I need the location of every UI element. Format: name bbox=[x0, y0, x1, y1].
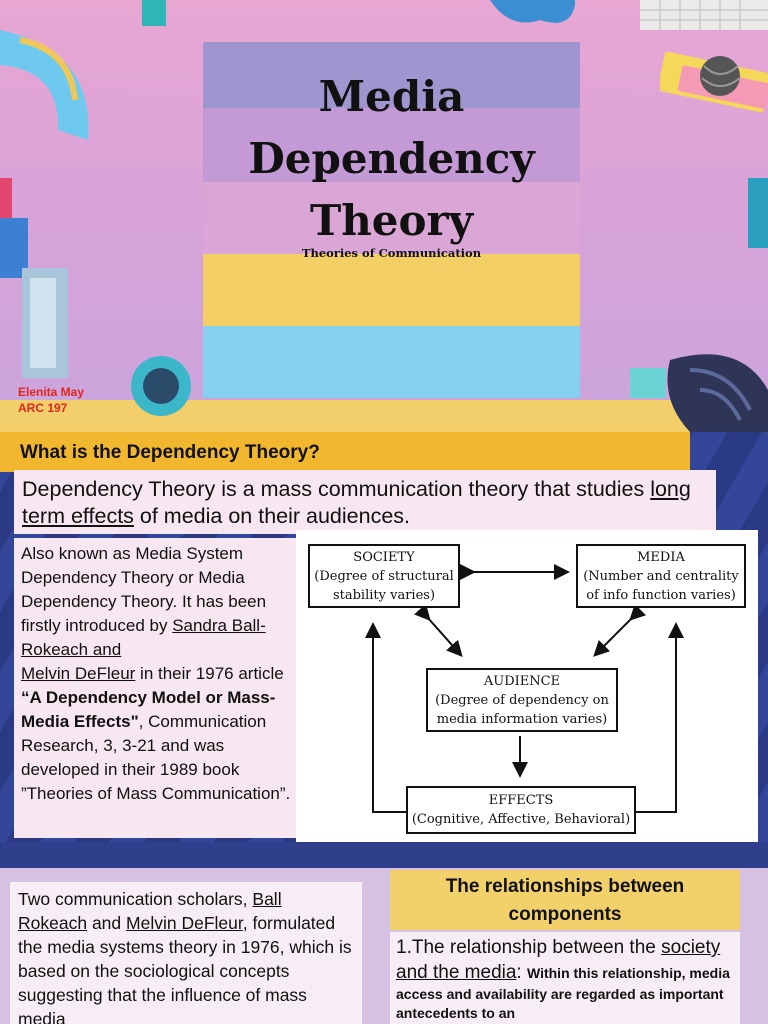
cover-slide: Media Dependency Theory Theories of Comm… bbox=[0, 0, 768, 432]
audience-desc: (Degree of dependency on media informati… bbox=[435, 693, 609, 727]
grid-paper-shape bbox=[640, 0, 768, 30]
cover-title: Media Dependency Theory bbox=[203, 66, 580, 252]
body-text-2: in their 1976 article bbox=[135, 664, 284, 683]
heading-highlight bbox=[0, 432, 690, 472]
teal-cube-shape bbox=[142, 0, 166, 26]
title-line-3: Theory bbox=[309, 196, 474, 245]
media-title: MEDIA bbox=[637, 550, 685, 565]
dark-swirl-shape bbox=[630, 354, 768, 432]
relationships-slide: Two communication scholars, Ball Rokeach… bbox=[0, 842, 768, 1024]
definition-lead: Dependency Theory is a mass communicatio… bbox=[14, 470, 716, 534]
blue-blob-shape bbox=[490, 0, 575, 23]
effects-title: EFFECTS bbox=[488, 793, 554, 808]
relationship-item-prefix: 1.The relationship between the bbox=[396, 937, 662, 958]
slide-heading: What is the Dependency Theory? bbox=[20, 442, 320, 463]
audience-title: AUDIENCE bbox=[483, 674, 561, 689]
left-pillar-shape bbox=[0, 178, 68, 378]
title-line-1: Media bbox=[318, 72, 465, 121]
society-box: SOCIETY (Degree of structural stability … bbox=[308, 544, 460, 608]
cover-floor bbox=[0, 400, 768, 432]
relationship-item-underlined: society and the media bbox=[396, 937, 721, 983]
audience-box: AUDIENCE (Degree of dependency on media … bbox=[426, 668, 618, 732]
dependency-diagram: SOCIETY (Degree of structural stability … bbox=[296, 530, 758, 842]
society-title: SOCIETY bbox=[353, 550, 415, 565]
slide-top-stripe bbox=[0, 842, 768, 868]
author-course: ARC 197 bbox=[18, 401, 68, 415]
title-line-2: Dependency bbox=[248, 134, 535, 183]
cylinder-shape bbox=[131, 356, 191, 416]
relationship-item-detail: Within this relationship, media access a… bbox=[396, 965, 730, 1021]
body-text-1: Also known as Media System Dependency Th… bbox=[21, 544, 267, 635]
relationships-body: 1.The relationship between the society a… bbox=[390, 932, 740, 1024]
history-name-1: Ball Rokeach bbox=[18, 889, 282, 933]
lead-text-2: of media on their audiences. bbox=[133, 504, 411, 528]
definition-body: Also known as Media System Dependency Th… bbox=[14, 538, 304, 838]
body-text-3: , Communication Research, 3, 3-21 and wa… bbox=[21, 712, 291, 803]
body-article-title: “A Dependency Model or Mass-Media Effect… bbox=[21, 688, 276, 731]
color-band-pink bbox=[203, 182, 580, 254]
history-paragraph: Two communication scholars, Ball Rokeach… bbox=[10, 882, 362, 1024]
lead-underlined-text: long term effects bbox=[22, 477, 691, 528]
right-teal-panel-shape bbox=[748, 178, 768, 248]
cover-subtitle: Theories of Communication bbox=[301, 246, 482, 260]
author-name: Elenita May bbox=[18, 385, 85, 399]
author-block: Elenita May ARC 197 bbox=[18, 384, 84, 416]
body-author-2: Melvin DeFleur bbox=[21, 664, 136, 683]
definition-slide: What is the Dependency Theory? Dependenc… bbox=[0, 432, 768, 842]
color-band-violet bbox=[203, 108, 580, 182]
body-author-1: Sandra Ball-Rokeach and bbox=[21, 616, 266, 659]
color-band-yellow bbox=[203, 254, 580, 326]
history-text-2: , formulated the media systems theory in… bbox=[18, 913, 352, 1024]
cyan-arc-shape bbox=[0, 30, 89, 140]
striped-sphere-shape bbox=[660, 52, 768, 113]
media-box: MEDIA (Number and centrality of info fun… bbox=[576, 544, 746, 608]
society-desc: (Degree of structural stability varies) bbox=[314, 569, 454, 603]
history-name-2: Melvin DeFleur bbox=[126, 913, 243, 933]
diagram-arrows bbox=[365, 564, 684, 813]
effects-desc: (Cognitive, Affective, Behavioral) bbox=[411, 812, 631, 827]
lead-text-1: Dependency Theory is a mass communicatio… bbox=[22, 477, 651, 501]
media-desc: (Number and centrality of info function … bbox=[583, 569, 739, 603]
relationship-item-colon: : bbox=[516, 962, 527, 983]
relationships-heading: The relationships between components bbox=[390, 870, 740, 930]
effects-box: EFFECTS (Cognitive, Affective, Behaviora… bbox=[406, 786, 636, 834]
color-band-blue bbox=[203, 326, 580, 398]
history-and: and bbox=[87, 913, 127, 933]
history-text-1: Two communication scholars, bbox=[18, 889, 253, 909]
color-band-lavender bbox=[203, 42, 580, 108]
